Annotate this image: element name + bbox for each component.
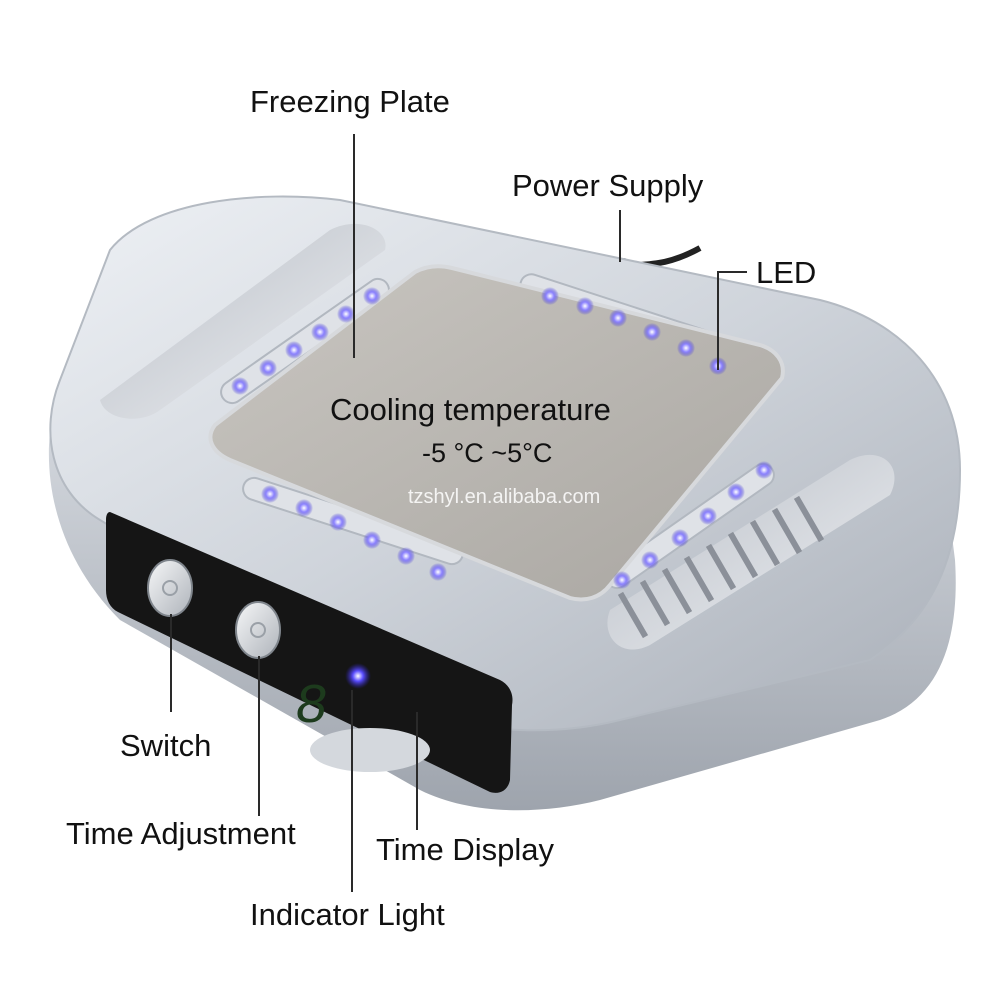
time-adjustment-button	[235, 601, 281, 659]
control-panel	[106, 512, 513, 793]
led-dot	[329, 513, 347, 531]
led-dot	[643, 323, 661, 341]
left-trough	[100, 223, 386, 419]
cooling-temperature-title: Cooling temperature	[330, 392, 611, 427]
indicator-light-label: Indicator Light	[250, 897, 445, 932]
led-dot	[609, 309, 627, 327]
indicator-light-leader	[351, 690, 353, 892]
led-dot	[727, 483, 745, 501]
power-supply-leader	[619, 210, 621, 262]
led-dot	[311, 323, 329, 341]
led-dot	[259, 359, 277, 377]
freezing-plate-leader	[353, 134, 355, 358]
device-foot	[310, 728, 430, 772]
led-leader-horizontal	[717, 271, 747, 273]
right-trough	[607, 454, 895, 650]
led-dot	[641, 551, 659, 569]
led-dot	[699, 507, 717, 525]
led-leader	[717, 272, 719, 370]
indicator-light	[345, 663, 371, 689]
led-dot	[755, 461, 773, 479]
led-dot	[337, 305, 355, 323]
led-label: LED	[756, 255, 817, 290]
watermark: tzshyl.en.alibaba.com	[408, 486, 601, 508]
vent-grille	[617, 495, 825, 639]
led-dot	[677, 339, 695, 357]
freezing-plate-label: Freezing Plate	[250, 84, 450, 119]
switch-button	[147, 559, 193, 617]
switch-leader	[170, 614, 172, 712]
cooling-temperature-range: -5 °C ~5°C	[422, 438, 553, 468]
led-dot	[285, 341, 303, 359]
led-dot	[363, 287, 381, 305]
time-adjustment-label: Time Adjustment	[66, 816, 296, 851]
switch-label: Switch	[120, 728, 212, 763]
led-dot	[541, 287, 559, 305]
time-display-leader	[416, 712, 418, 830]
time-adjustment-leader	[258, 656, 260, 816]
led-dot	[231, 377, 249, 395]
led-dot	[295, 499, 313, 517]
led-dot	[613, 571, 631, 589]
led-dot	[261, 485, 279, 503]
time-display-label: Time Display	[376, 832, 554, 867]
led-dot	[397, 547, 415, 565]
led-dot	[576, 297, 594, 315]
led-dot	[363, 531, 381, 549]
led-dot	[671, 529, 689, 547]
led-lights	[231, 287, 773, 589]
power-supply-label: Power Supply	[512, 168, 704, 203]
led-dot	[429, 563, 447, 581]
